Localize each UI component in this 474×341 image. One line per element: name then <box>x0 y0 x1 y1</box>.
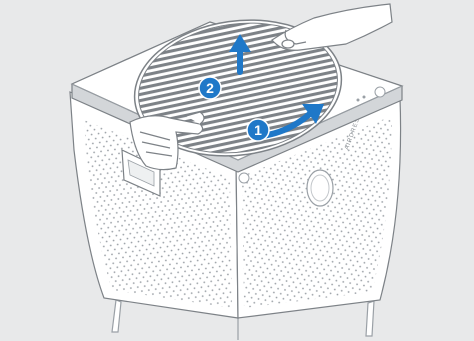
step-2-number: 2 <box>206 80 214 96</box>
step-1-number: 1 <box>254 122 262 138</box>
step-2-badge: 2 <box>199 77 221 99</box>
step-1-badge: 1 <box>247 119 269 141</box>
